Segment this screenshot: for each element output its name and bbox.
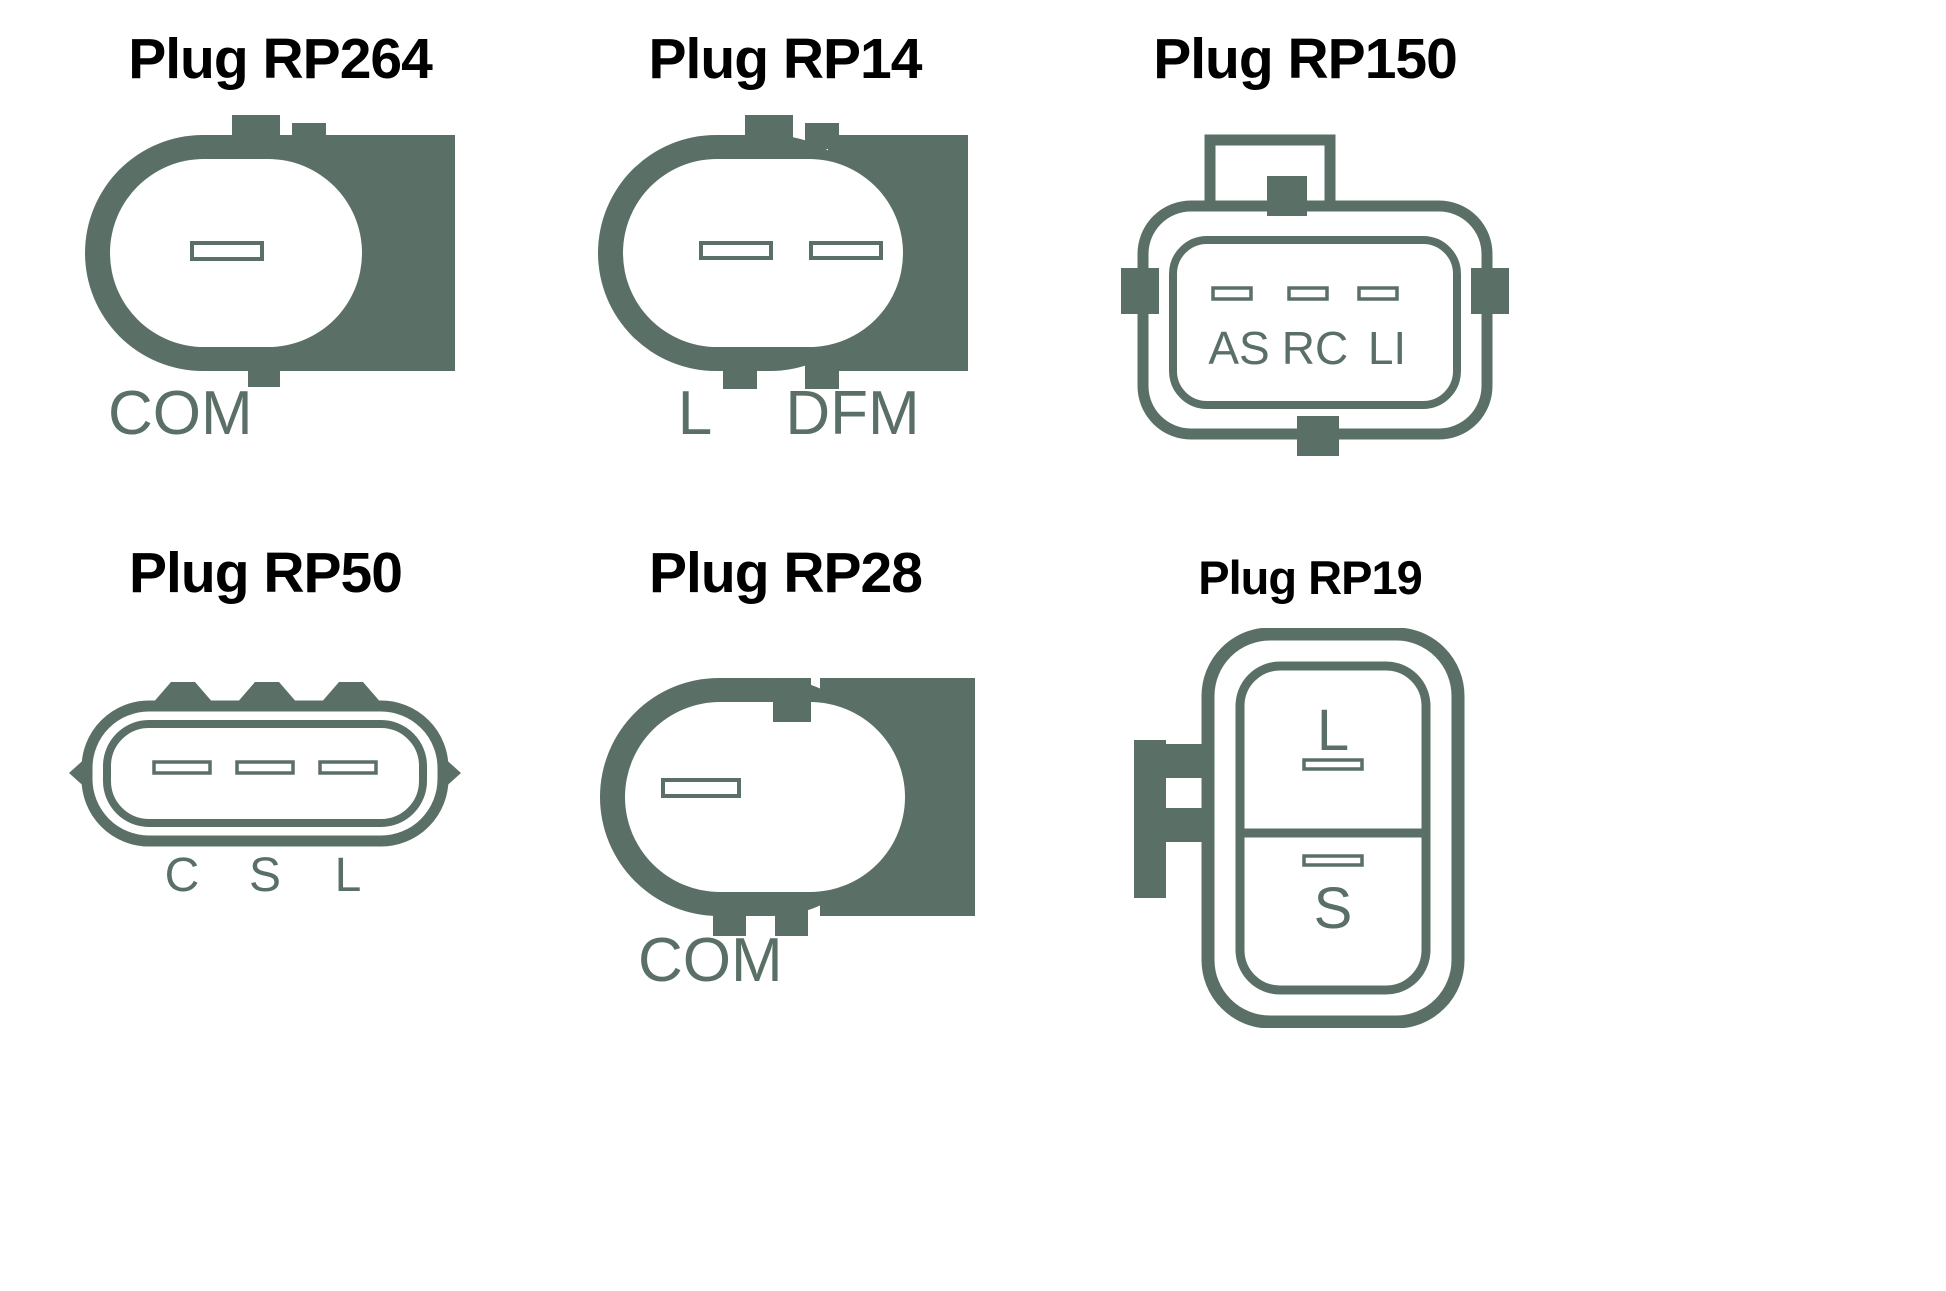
plug-rp28-connector-figure (600, 678, 975, 936)
rp19-inner-shell (1235, 661, 1431, 995)
rp19-pin-1 (1302, 758, 1364, 771)
plug-rp150-connector-figure: AS RC LI (1121, 134, 1509, 456)
plug-rp50-title: Plug RP50 (129, 541, 403, 605)
rp50-inner-shell (103, 720, 427, 827)
rp50-pin-2 (235, 760, 295, 775)
rp150-pin-3 (1357, 286, 1399, 301)
plug-rp19-pin-label-l: L (1317, 698, 1349, 763)
rp28-pin (661, 778, 741, 798)
plug-rp50-pin-label-s: S (248, 849, 281, 902)
plug-rp28-pin-label: COM (638, 926, 783, 995)
rp14-pin-1 (699, 241, 773, 260)
rp150-pin-2 (1287, 286, 1329, 301)
plug-rp19-connector-figure: L S (1134, 628, 1465, 1028)
rp150-latch (1267, 176, 1307, 216)
rp150-right-tab (1471, 268, 1509, 314)
plug-rp264-connector-figure (85, 115, 455, 387)
plug-rp14-pin-label-l: L (677, 379, 713, 448)
plug-rp28-title: Plug RP28 (649, 541, 923, 605)
plug-rp19-title: Plug RP19 (1198, 551, 1422, 604)
plug-rp264-pin-label: COM (108, 379, 253, 448)
rp150-pin-1 (1211, 286, 1253, 301)
rp28-top-tab (773, 678, 811, 722)
plug-rp50-pin-label-c: C (164, 849, 200, 902)
plug-rp264-title: Plug RP264 (128, 27, 433, 91)
plug-rp150-pin-label-rc: RC (1282, 322, 1348, 374)
rp19-mount-bracket (1134, 740, 1212, 898)
rp150-bottom-tab (1297, 416, 1339, 456)
plug-rp14-connector-figure (598, 115, 968, 389)
plug-rp14-title: Plug RP14 (648, 27, 923, 91)
rp150-inner-shell (1169, 236, 1461, 409)
rp50-pin-3 (318, 760, 378, 775)
rp264-pin (190, 241, 264, 261)
rp50-pin-1 (152, 760, 212, 775)
plug-rp150-pin-label-as: AS (1208, 322, 1269, 374)
rp28-cavity (625, 702, 905, 892)
plug-rp19-pin-label-s: S (1314, 876, 1353, 941)
plug-rp50-pin-label-l: L (334, 849, 362, 902)
rp19-pin-2 (1302, 854, 1364, 867)
rp150-left-tab (1121, 268, 1159, 314)
plug-rp150-pin-label-li: LI (1368, 322, 1406, 374)
plug-rp50-connector-figure (69, 682, 461, 847)
rp28-bottom-tab-2 (775, 890, 808, 936)
rp14-pin-2 (809, 241, 883, 260)
rp28-bottom-tab-1 (713, 890, 746, 936)
rp19-bracket-bar (1134, 740, 1166, 898)
plug-rp14-pin-label-dfm: DFM (785, 379, 920, 448)
plug-rp150-title: Plug RP150 (1153, 27, 1458, 91)
